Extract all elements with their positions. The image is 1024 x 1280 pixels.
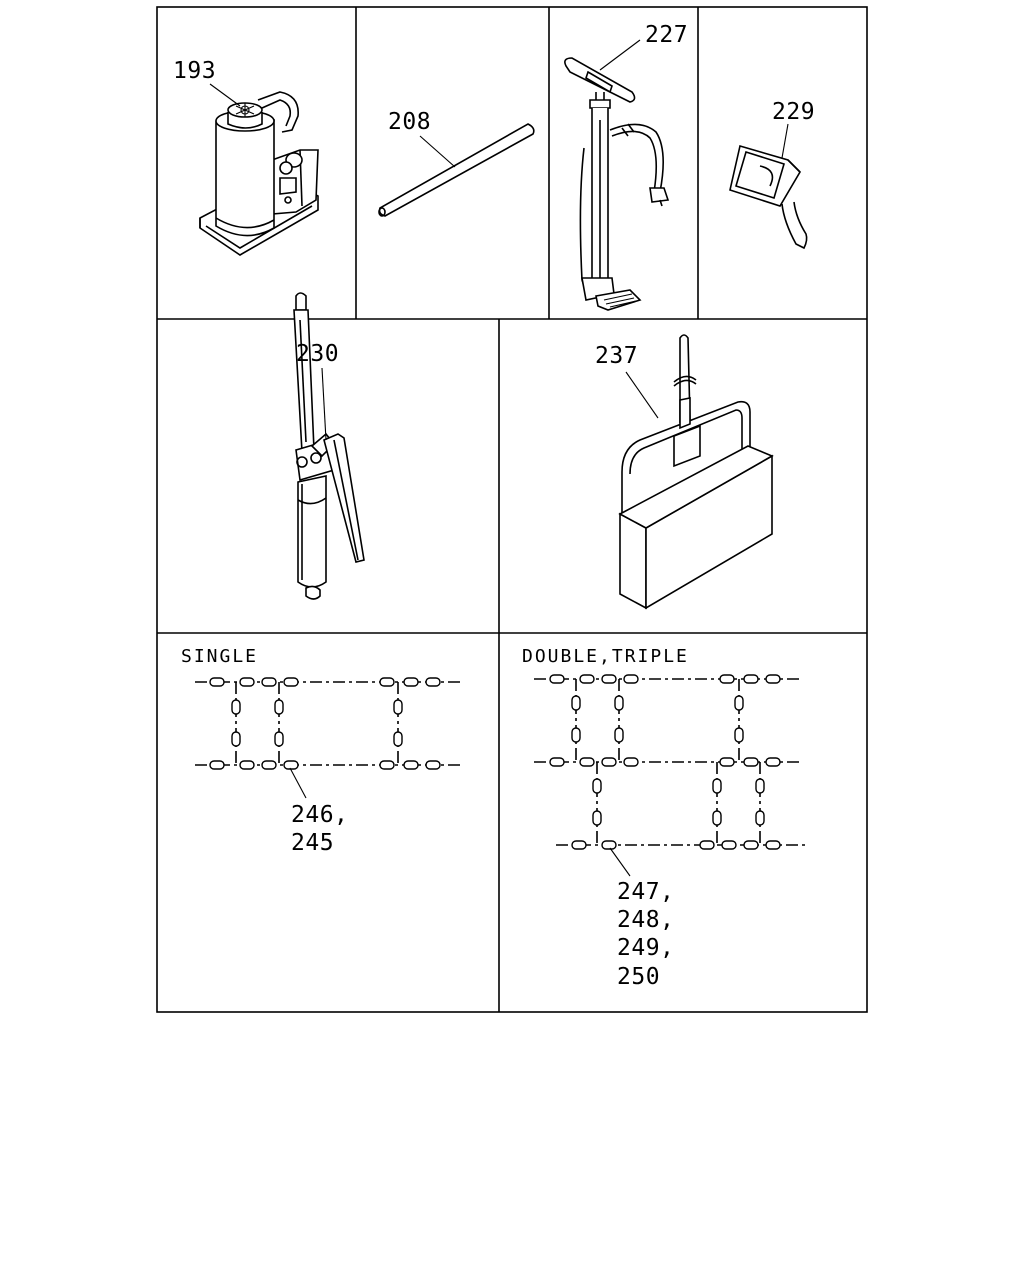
grid-frame (156, 6, 868, 1013)
part-247: 247, (617, 879, 674, 905)
leader-229 (781, 123, 789, 159)
callout-229: 229 (772, 99, 815, 125)
leader-246 (289, 767, 307, 799)
cell-double-triple-chain: DOUBLE,TRIPLE (522, 646, 806, 990)
single-chain-drawing (195, 677, 460, 770)
leader-247 (609, 847, 631, 877)
part-246: 246, (291, 802, 348, 828)
cell-tire-pump: 227 (564, 22, 688, 311)
caption-double-triple: DOUBLE,TRIPLE (522, 646, 689, 667)
callout-193: 193 (173, 58, 216, 84)
cell-single-chain: SINGLE (181, 646, 460, 856)
leader-230 (321, 367, 327, 441)
bottle-jack-drawing (199, 91, 319, 256)
gauge-drawing (729, 144, 808, 250)
cell-gauge: 229 (729, 99, 815, 250)
tire-pump-drawing (564, 57, 670, 311)
part-250: 250 (617, 964, 660, 990)
leader-208 (419, 135, 456, 168)
cell-oil-jack: 230 (293, 292, 365, 600)
part-248: 248, (617, 907, 674, 933)
caption-single: SINGLE (181, 646, 258, 667)
part-245: 245 (291, 830, 334, 856)
cell-bottle-jack: 193 (173, 58, 319, 256)
double-triple-chain-drawing (534, 674, 806, 850)
tool-bag-drawing (618, 334, 774, 610)
cell-bar: 208 (378, 109, 535, 217)
callout-230: 230 (296, 341, 339, 367)
part-249: 249, (617, 935, 674, 961)
callout-208: 208 (388, 109, 431, 135)
cell-tool-bag: 237 (595, 334, 774, 610)
leader-227 (599, 39, 641, 71)
oil-jack-drawing (293, 292, 365, 600)
leader-193 (209, 83, 241, 107)
leader-237 (625, 371, 659, 419)
callout-227: 227 (645, 22, 688, 48)
bar-drawing (378, 123, 535, 217)
callout-237: 237 (595, 343, 638, 369)
